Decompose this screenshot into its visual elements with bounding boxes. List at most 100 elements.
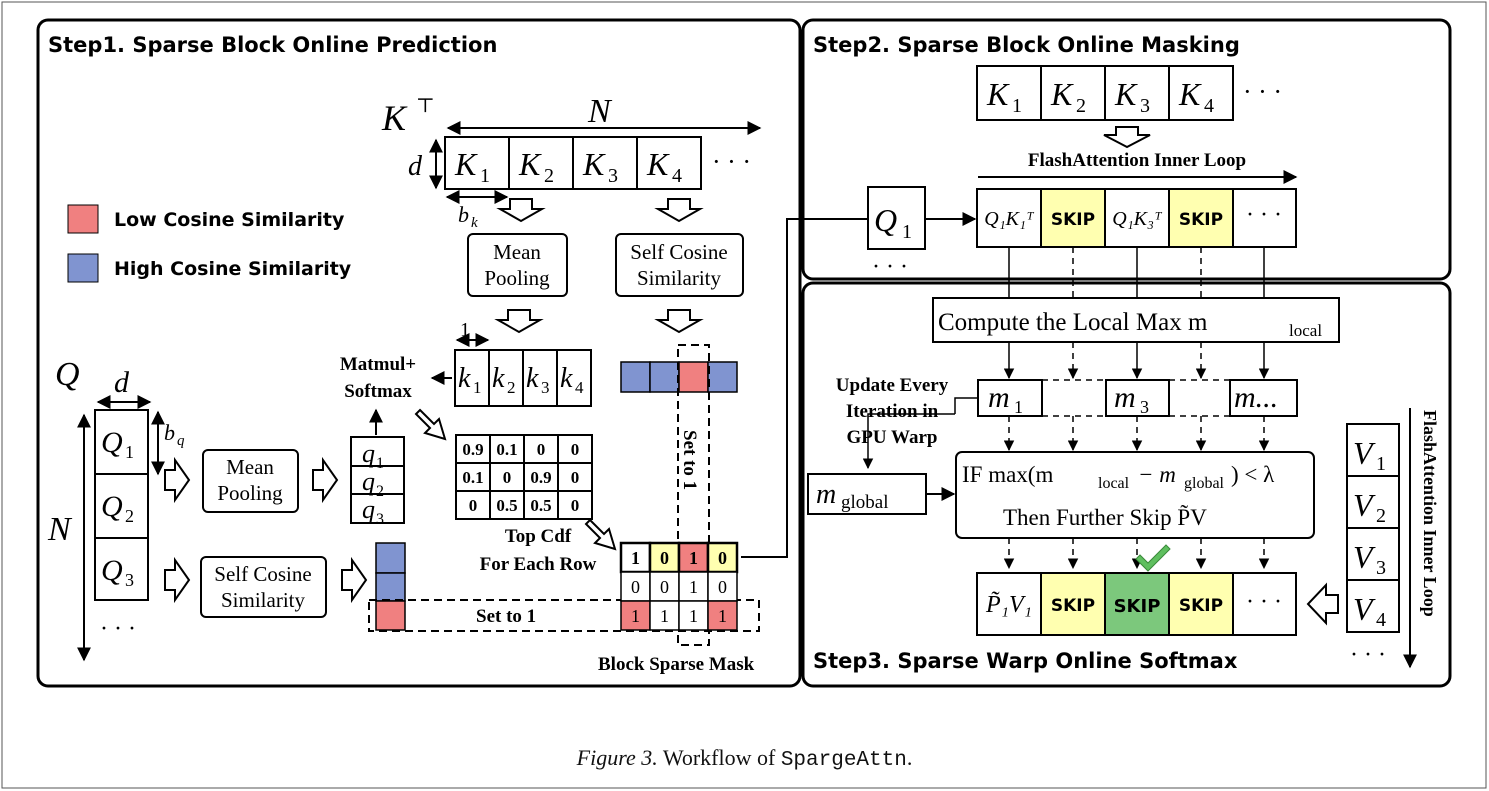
d-label-k: d	[408, 151, 423, 182]
svg-text:3: 3	[376, 511, 384, 528]
svg-text:K: K	[1114, 76, 1138, 112]
svg-text:3: 3	[125, 570, 134, 590]
mask-cell-value: 0	[631, 577, 640, 597]
attn-cell	[523, 490, 559, 520]
mask-cell-value: 0	[718, 577, 727, 597]
svg-text:q: q	[362, 467, 375, 496]
svg-text:V: V	[1353, 539, 1376, 575]
svg-text:1: 1	[1376, 453, 1386, 475]
bk-label: b	[458, 202, 469, 227]
q-d-label: d	[114, 366, 130, 399]
attn-cell-value: 0	[571, 496, 580, 515]
mask-cell	[678, 571, 709, 602]
mean-pooling-k-line2: Pooling	[484, 266, 550, 290]
svg-text:V: V	[1353, 591, 1376, 627]
step2-inner-loop-label: FlashAttention Inner Loop	[1028, 150, 1246, 171]
svg-text:K: K	[1050, 76, 1074, 112]
attn-cell	[557, 434, 593, 464]
update-line3: GPU Warp	[847, 427, 938, 448]
matmul-line2: Softmax	[344, 381, 412, 402]
svg-text:Q: Q	[101, 426, 123, 459]
svg-text:2: 2	[1076, 95, 1086, 117]
kt-label: K	[381, 98, 408, 138]
condition-box	[955, 451, 1315, 539]
svg-text:V: V	[1353, 435, 1376, 471]
update-line2: Iteration in	[846, 401, 939, 422]
local-max-sub: local	[1289, 321, 1322, 340]
attn-cell	[523, 434, 559, 464]
svg-text:2: 2	[1376, 505, 1386, 527]
bk-sub: k	[471, 215, 478, 231]
mask-cell-value: 1	[631, 606, 640, 626]
mask-cell-value: 0	[718, 548, 727, 568]
figure-caption: Figure 3. Workflow of SpargeAttn.	[0, 745, 1489, 772]
svg-text:4: 4	[1204, 95, 1214, 117]
step2-k-dots: · · ·	[1243, 77, 1282, 106]
svg-text:K: K	[1178, 76, 1202, 112]
qk-cell-skip-1: SKIP	[1051, 210, 1095, 230]
svg-text:3: 3	[1140, 397, 1149, 417]
attn-cell-value: 0.9	[462, 440, 483, 459]
step1-panel: Step1. Sparse Block Online Prediction K …	[36, 18, 802, 688]
svg-text:1: 1	[473, 378, 482, 397]
attn-cell	[523, 462, 559, 492]
svg-text:1: 1	[125, 442, 134, 462]
bq-sub: q	[177, 433, 185, 449]
block-sparse-mask-label: Block Sparse Mask	[598, 654, 755, 675]
mask-cell-value: 1	[718, 606, 727, 626]
mask-cell	[678, 600, 709, 631]
pv-cell-dots: · · ·	[1246, 589, 1282, 615]
mask-cell-value: 1	[689, 606, 698, 626]
pv-cell-skip-2: SKIP	[1179, 596, 1223, 616]
set-to-1-vertical: Set to 1	[679, 430, 700, 490]
svg-text:1: 1	[376, 455, 384, 472]
hollow-arrow-right-icon	[164, 456, 191, 504]
legend-high-swatch	[67, 253, 99, 283]
caption-fig: Figure 3.	[576, 745, 658, 770]
svg-text:K: K	[518, 146, 542, 182]
self-cosine-k-line1: Self Cosine	[630, 240, 727, 264]
attn-cell-value: 0	[469, 496, 478, 515]
svg-text:IF max(m: IF max(m	[962, 462, 1053, 487]
svg-text:3: 3	[608, 165, 618, 187]
hollow-arrow-right-icon	[164, 556, 191, 604]
svg-text:1: 1	[1014, 397, 1023, 417]
legend-low-label: Low Cosine Similarity	[114, 209, 345, 231]
attn-cell-value: 0.5	[496, 496, 517, 515]
svg-text:2: 2	[125, 506, 134, 526]
step1-title: Step1. Sparse Block Online Prediction	[48, 33, 497, 57]
q-n-label: N	[47, 511, 73, 548]
hollow-arrow-down-icon	[494, 309, 544, 334]
hollow-arrow-down-icon	[654, 198, 704, 223]
set-to-1-horizontal-box	[368, 599, 760, 632]
q-cosine-column	[375, 542, 406, 631]
caption-code: SpargeAttn	[780, 749, 907, 772]
mean-pooling-q-line2: Pooling	[217, 481, 283, 505]
self-cosine-q-line1: Self Cosine	[214, 562, 311, 586]
svg-text:2: 2	[376, 483, 384, 500]
svg-text:m: m	[988, 381, 1010, 414]
svg-text:1: 1	[480, 165, 490, 187]
svg-text:m: m	[1114, 381, 1136, 414]
svg-text:3: 3	[541, 378, 550, 397]
attn-cell-value: 0.5	[530, 496, 551, 515]
attn-cell	[557, 490, 593, 520]
svg-text:4: 4	[1376, 609, 1386, 631]
qk-row: Q₁K₁ᵀ SKIP Q₁K₃ᵀ SKIP · · ·	[976, 188, 1297, 248]
m-global-box	[807, 473, 927, 515]
hollow-arrow-down-icon	[1103, 126, 1151, 149]
mask-cell-value: 0	[660, 548, 669, 568]
